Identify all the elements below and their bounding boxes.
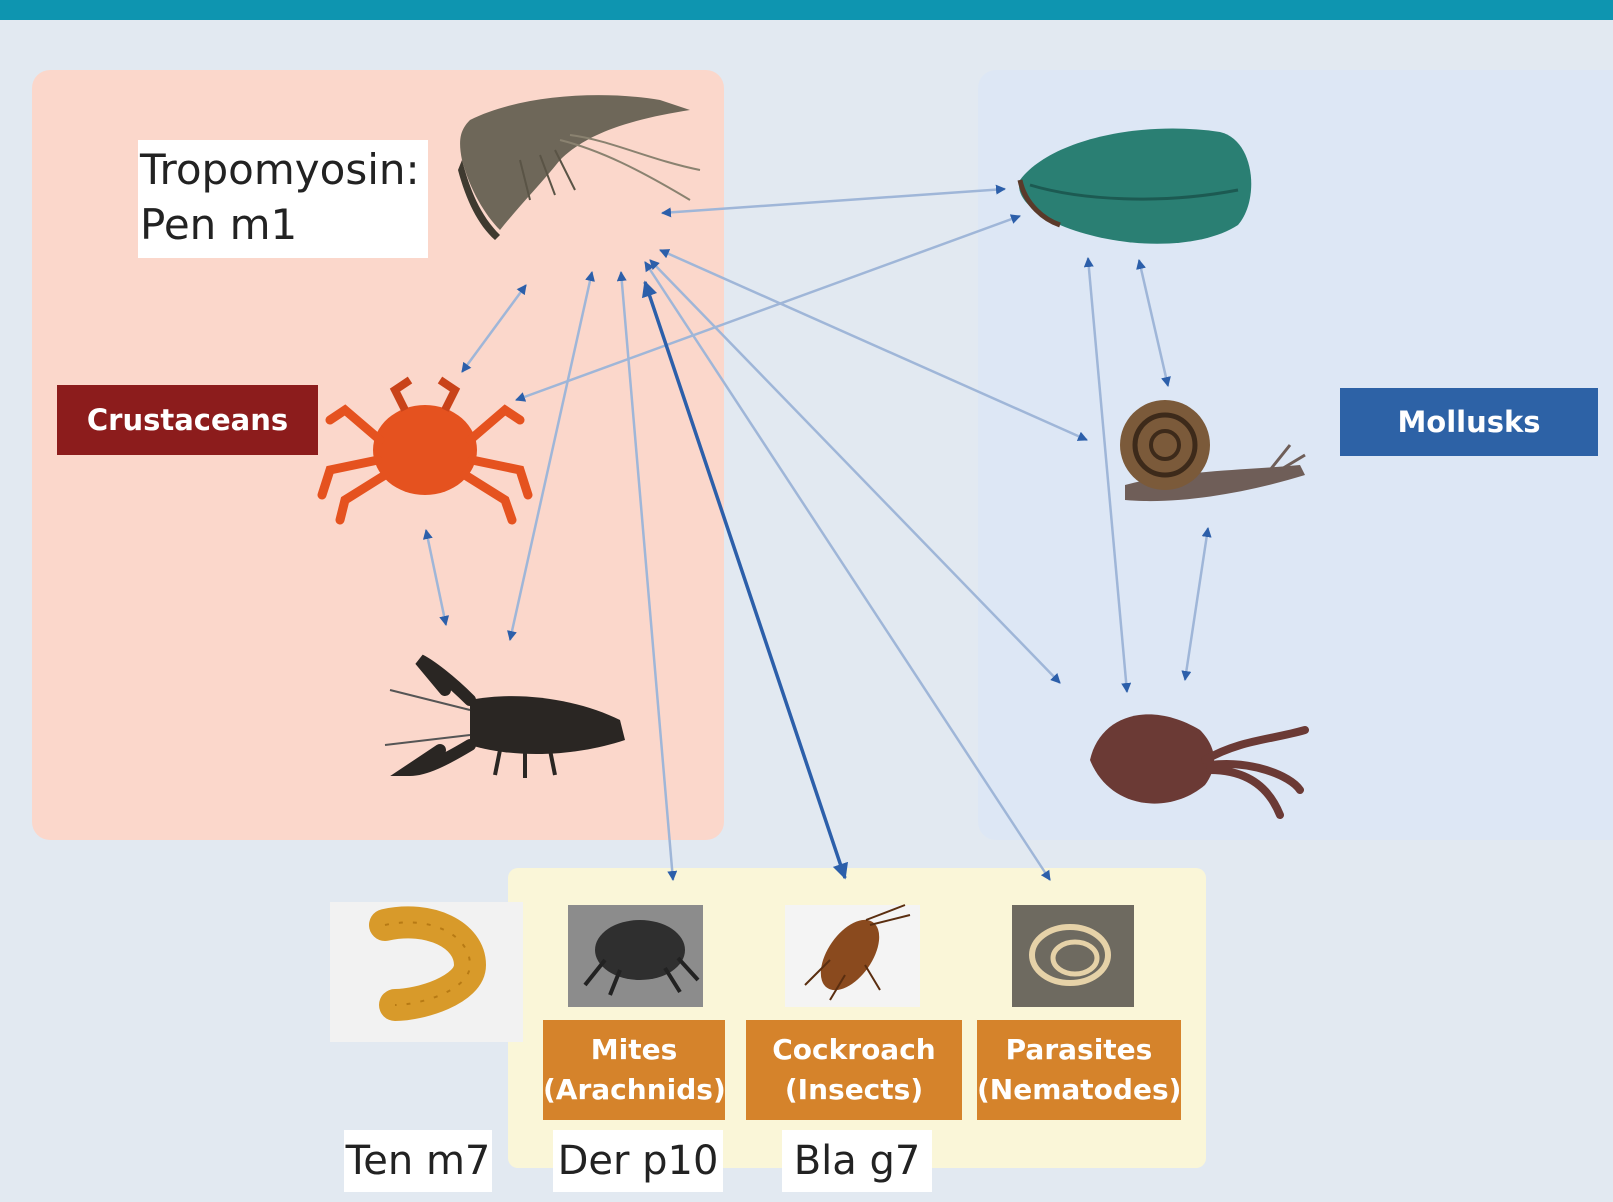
code-bla-g7: Bla g7	[782, 1130, 932, 1192]
allergen-label: Tropomyosin: Pen m1	[138, 140, 428, 258]
mealworm-icon	[330, 902, 523, 1042]
category-parasites-line2: (Nematodes)	[977, 1073, 1182, 1106]
allergen-name: Pen m1	[140, 200, 298, 249]
squid-icon	[1090, 714, 1309, 819]
arrow-shrimp-lobster	[507, 271, 595, 641]
mollusks-label: Mollusks	[1340, 388, 1598, 456]
arrow-shrimp-nematodes	[643, 261, 1052, 881]
mollusks-label-text: Mollusks	[1397, 405, 1541, 439]
code-der-p10: Der p10	[553, 1130, 723, 1192]
mussel-icon	[1017, 128, 1252, 244]
category-parasites-line1: Parasites	[1005, 1033, 1153, 1066]
arrow-mussel-squid	[1083, 257, 1132, 693]
arrow-shrimp-crab	[460, 284, 528, 373]
arrow-crab-mussel	[515, 214, 1021, 402]
category-cockroach: Cockroach (Insects)	[746, 1020, 962, 1120]
arrow-shrimp-snail	[659, 248, 1088, 442]
crustaceans-label-text: Crustaceans	[86, 403, 289, 437]
mite-icon	[568, 905, 703, 1007]
category-mites-line2: (Arachnids)	[543, 1073, 726, 1106]
nematode-icon	[1012, 905, 1134, 1007]
allergen-title: Tropomyosin:	[140, 145, 420, 194]
arrow-shrimp-cockroach	[641, 280, 849, 880]
arrow-shrimp-mussel	[661, 184, 1006, 218]
arrow-shrimp-squid	[649, 259, 1061, 684]
top-accent-bar	[0, 0, 1613, 20]
arrow-mussel-snail	[1136, 259, 1171, 387]
category-cockroach-line1: Cockroach	[772, 1033, 936, 1066]
category-cockroach-line2: (Insects)	[784, 1073, 924, 1106]
category-mites: Mites (Arachnids)	[543, 1020, 726, 1120]
arrow-crab-lobster	[422, 529, 450, 626]
crab-icon	[317, 376, 533, 525]
snail-icon	[1120, 400, 1306, 502]
lobster-icon	[384, 654, 625, 778]
code-ten-m7: Ten m7	[344, 1130, 492, 1192]
cockroach-icon	[785, 904, 920, 1007]
arrow-snail-squid	[1181, 527, 1212, 681]
category-mites-line1: Mites	[590, 1033, 678, 1066]
category-parasites: Parasites (Nematodes)	[977, 1020, 1181, 1120]
arrow-shrimp-mites	[616, 271, 678, 881]
crustaceans-label: Crustaceans	[57, 385, 318, 455]
